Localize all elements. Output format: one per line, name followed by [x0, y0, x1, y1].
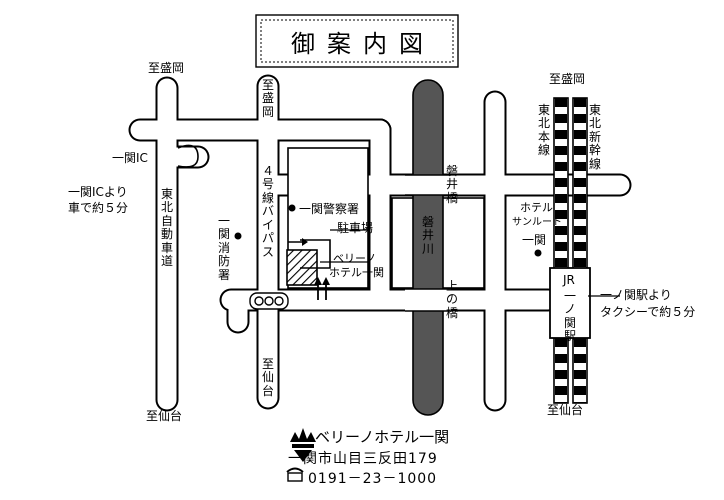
telephone-icon	[286, 467, 304, 482]
label-fire-station: 一関消防署	[217, 214, 230, 282]
iwai-river	[412, 79, 444, 416]
railways	[553, 97, 588, 404]
jr-ichinoseki-station	[549, 267, 591, 339]
traffic-light-icon	[249, 292, 289, 310]
label-hotel-short-line1: ベリーノ	[333, 252, 377, 265]
kami-bridge	[405, 289, 451, 311]
label-from-station-line1: 一ノ関駅より	[600, 288, 672, 302]
label-parking: 駐車場	[337, 221, 374, 235]
label-from-ic-line1: 一関ICより	[68, 185, 128, 199]
map-title: 御案内図	[291, 29, 435, 58]
label-from-ic-line2: 車で約５分	[68, 201, 129, 215]
fire-station-marker	[234, 232, 242, 240]
label-to-sendai-mid: 至仙台	[261, 357, 274, 398]
crown-logo-icon	[290, 428, 316, 462]
label-from-station-line2: タクシーで約５分	[600, 305, 696, 319]
label-to-morioka-mid: 至盛岡	[261, 78, 274, 119]
footer-address: 一関市山目三反田179	[288, 451, 438, 467]
label-to-sendai-left: 至仙台	[146, 409, 183, 423]
label-police-station: 一関警察署	[299, 202, 360, 216]
label-hotel-sanroute-line2: サンルート	[512, 217, 562, 228]
label-jr-station-name: 一ノ関駅	[563, 289, 576, 344]
label-tohoku-expressway: 東北自動車道	[160, 187, 173, 269]
label-iwai-river: 磐井川	[421, 215, 434, 256]
footer-phone: 0191－23－1000	[288, 468, 437, 488]
ichinoseki-ic-loop	[177, 144, 199, 168]
label-tohoku-shinkansen: 東北新幹線	[588, 103, 601, 171]
label-hotel-short-line2: ホテル一関	[329, 266, 384, 279]
sanroute-hotel-marker	[534, 249, 542, 257]
label-hotel-sanroute-line3: 一関	[522, 233, 547, 247]
entrance-arrows	[314, 277, 330, 300]
label-to-morioka-left: 至盛岡	[148, 61, 185, 75]
label-ichinoseki-ic: 一関IC	[112, 151, 148, 165]
label-kami-bridge: 上の橋	[445, 279, 458, 320]
label-jr-prefix: JR	[563, 273, 575, 287]
label-iwai-bridge: 磐井橋	[445, 164, 458, 205]
footer-phone-number: 0191－23－1000	[308, 471, 438, 487]
label-to-sendai-right: 至仙台	[547, 403, 584, 417]
label-to-morioka-right: 至盛岡	[549, 72, 586, 86]
title-frame	[255, 14, 459, 68]
label-hotel-sanroute-line1: ホテル	[520, 201, 553, 214]
iwai-bridge	[405, 175, 451, 195]
police-station-marker	[288, 204, 296, 212]
label-tohoku-main-line: 東北本線	[537, 103, 550, 158]
footer-hotel-name: ベリーノホテル一関	[315, 428, 450, 446]
